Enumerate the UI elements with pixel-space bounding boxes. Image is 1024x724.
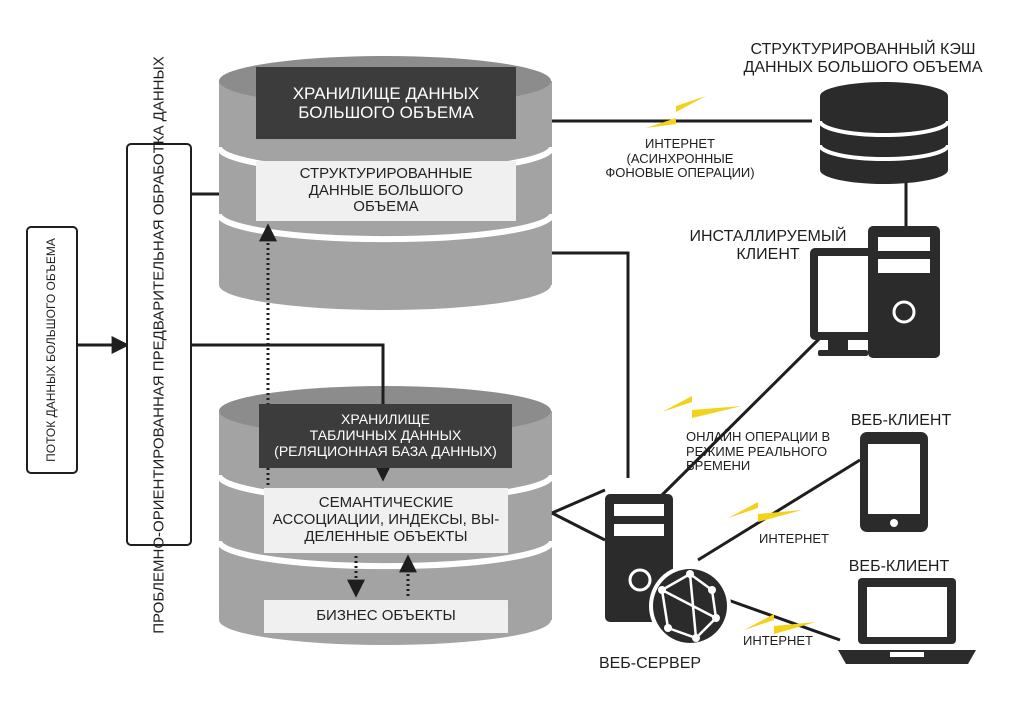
stream-label: ПОТОК ДАННЫХ БОЛЬШОГО ОБЪЕМА	[44, 238, 59, 462]
cache-label: СТРУКТУРИРОВАННЫЙ КЭШ ДАННЫХ БОЛЬШОГО ОБ…	[743, 41, 983, 76]
tabular-storage-title: ХРАНИЛИЩЕ ТАБЛИЧНЫХ ДАННЫХ (РЕЛЯЦИОННАЯ …	[259, 404, 512, 468]
tabular-to-webserver-line-2	[551, 511, 606, 542]
webserver-to-installed-client-line	[658, 336, 822, 499]
tablet-icon	[860, 432, 928, 532]
structured-data-label: СТРУКТУРИРОВАННЫЕ ДАННЫЕ БОЛЬШОГО ОБЪЕМА	[256, 161, 516, 221]
webserver-to-tablet-line	[697, 458, 861, 562]
bigdata-storage-title: ХРАНИЛИЩЕ ДАННЫХ БОЛЬШОГО ОБЪЕМА	[256, 67, 516, 139]
semantic-associations-label: СЕМАНТИЧЕСКИЕ АССОЦИАЦИИ, ИНДЕКСЫ, ВЫ- Д…	[264, 488, 508, 553]
lightning-icon	[646, 96, 816, 634]
database-icon	[818, 82, 950, 184]
business-objects-label: БИЗНЕС ОБЪЕКТЫ	[264, 600, 508, 633]
tabular-to-webserver-line-1	[551, 488, 606, 515]
preprocessing-label: ПРОБЛЕМНО-ОРИЕНТИРОВАННАЯ ПРЕДВАРИТЕЛЬНА…	[150, 55, 168, 634]
preprocessing-box: ПРОБЛЕМНО-ОРИЕНТИРОВАННАЯ ПРЕДВАРИТЕЛЬНА…	[126, 56, 192, 633]
web-client-tablet-label: ВЕБ-КЛИЕНТ	[850, 412, 952, 429]
webserver-to-laptop-line	[727, 598, 841, 642]
stream-box: ПОТОК ДАННЫХ БОЛЬШОГО ОБЪЕМА	[26, 226, 78, 474]
internet-tablet-label: ИНТЕРНЕТ	[758, 531, 829, 546]
globe-network-icon	[649, 565, 731, 647]
internet-async-label: ИНТЕРНЕТ (АСИНХРОННЫЕ ФОНОВЫЕ ОПЕРАЦИИ)	[605, 136, 755, 181]
installed-client-label: ИНСТАЛЛИРУЕМЫЙ КЛИЕНТ	[689, 228, 847, 263]
laptop-icon	[838, 578, 976, 664]
online-operations-label: ОНЛАЙН ОПЕРАЦИИ В РЕЖИМЕ РЕАЛЬНОГО ВРЕМЕ…	[686, 429, 831, 474]
connector-lines	[76, 119, 908, 642]
desktop-computer-icon	[810, 226, 940, 358]
bigdata-to-webserver-line	[552, 251, 630, 478]
web-server-label: ВЕБ-СЕРВЕР	[598, 655, 702, 672]
internet-laptop-label: ИНТЕРНЕТ	[742, 633, 813, 648]
web-client-laptop-label: ВЕБ-КЛИЕНТ	[848, 558, 950, 575]
